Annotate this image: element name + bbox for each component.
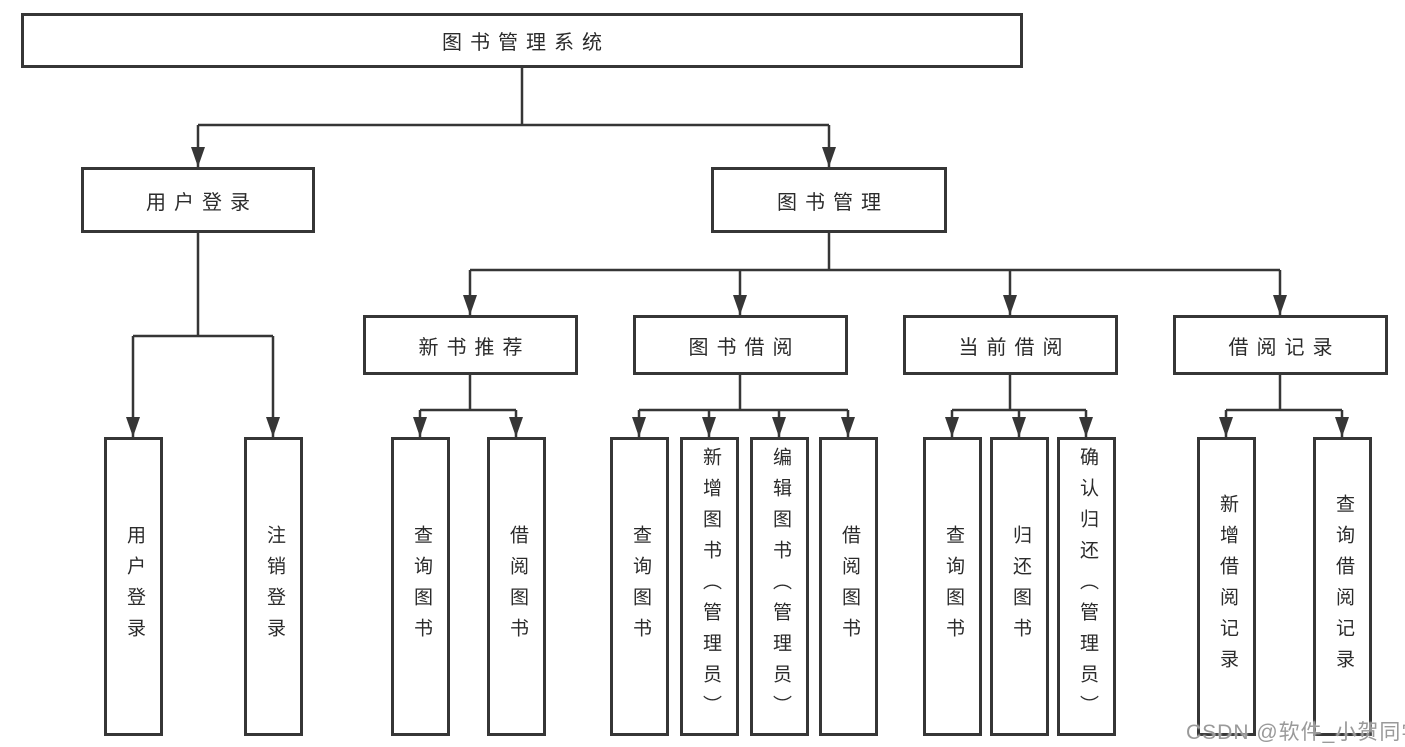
leaf-return-books: 归还图书 [990, 437, 1049, 736]
leaf-query-books-2: 查询图书 [610, 437, 669, 736]
leaf-query-borrow-record: 查询借阅记录 [1313, 437, 1372, 736]
node-library-system: 图书管理系统 [21, 13, 1023, 68]
leaf-confirm-return-admin: 确认归还（管理员） [1057, 437, 1116, 736]
leaf-label: 新增借阅记录 [1216, 493, 1238, 680]
leaf-label: 编辑图书（管理员） [769, 447, 791, 726]
leaf-user-login: 用户登录 [104, 437, 163, 736]
node-borrowing-records: 借阅记录 [1173, 315, 1388, 375]
leaf-label: 确认归还（管理员） [1076, 447, 1098, 726]
leaf-add-books-admin: 新增图书（管理员） [680, 437, 739, 736]
leaf-label: 查询图书 [942, 524, 964, 649]
leaf-edit-books-admin: 编辑图书（管理员） [750, 437, 809, 736]
leaf-label: 借阅图书 [838, 524, 860, 649]
csdn-watermark: CSDN @软件_小贺同学 [1186, 721, 1405, 744]
leaf-query-books-3: 查询图书 [923, 437, 982, 736]
node-user-login: 用户登录 [81, 167, 315, 233]
leaf-label: 查询借阅记录 [1332, 493, 1354, 680]
node-book-borrowing: 图书借阅 [633, 315, 848, 375]
leaf-label: 查询图书 [629, 524, 651, 649]
node-current-borrowing: 当前借阅 [903, 315, 1118, 375]
leaf-label: 借阅图书 [506, 524, 528, 649]
leaf-label: 查询图书 [410, 524, 432, 649]
leaf-label: 注销登录 [263, 524, 285, 649]
leaf-query-books-1: 查询图书 [391, 437, 450, 736]
leaf-borrow-books-1: 借阅图书 [487, 437, 546, 736]
leaf-logout: 注销登录 [244, 437, 303, 736]
leaf-label: 用户登录 [123, 524, 145, 649]
leaf-borrow-books-2: 借阅图书 [819, 437, 878, 736]
leaf-label: 新增图书（管理员） [699, 447, 721, 726]
leaf-add-borrow-record: 新增借阅记录 [1197, 437, 1256, 736]
leaf-label: 归还图书 [1009, 524, 1031, 649]
node-book-management: 图书管理 [711, 167, 947, 233]
node-new-book-recommend: 新书推荐 [363, 315, 578, 375]
